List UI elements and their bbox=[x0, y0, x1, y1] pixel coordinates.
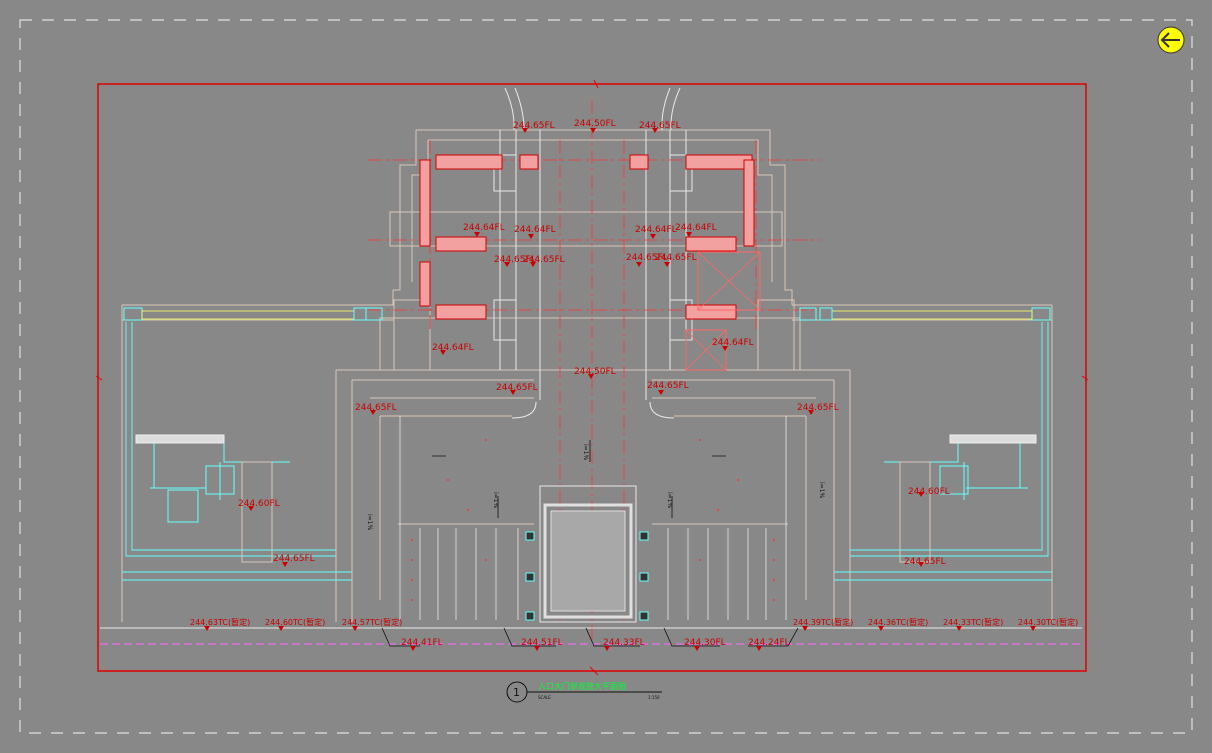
elev-fl-1: 244.41FL bbox=[401, 638, 443, 648]
elev-upper-l4: 244.65FL bbox=[523, 255, 565, 265]
elev-side-right: 244.65FL bbox=[797, 403, 839, 413]
hatched-box-small bbox=[685, 329, 727, 371]
title-block: 1 入口大门景观放大平面图 SCALE 1:150 bbox=[506, 681, 662, 703]
scale-value: 1:150 bbox=[648, 695, 660, 700]
elev-tc-5: 244.36TC(暂定) bbox=[868, 617, 928, 627]
slope-2: i=1% bbox=[492, 492, 499, 509]
drawing-title: 入口大门景观放大平面图 bbox=[538, 681, 626, 691]
elev-upper-l2: 244.64FL bbox=[514, 225, 556, 235]
elev-upper-r2: 244.64FL bbox=[675, 223, 717, 233]
elev-upper-l1: 244.64FL bbox=[463, 223, 505, 233]
paving-dots bbox=[411, 439, 775, 601]
gate-structure bbox=[335, 129, 851, 622]
back-arrow-icon[interactable] bbox=[1157, 26, 1185, 54]
elev-upper-l3: 244.65FL bbox=[494, 255, 536, 265]
elev-wing-right-bottom: 244.65FL bbox=[904, 557, 946, 567]
slope-5: i=1% bbox=[818, 482, 825, 499]
central-gate bbox=[539, 485, 637, 623]
scale-label: SCALE bbox=[538, 695, 551, 700]
elev-tc-7: 244.30TC(暂定) bbox=[1018, 617, 1078, 627]
elev-upper-r3: 244.65FL bbox=[626, 253, 668, 263]
elev-side-left: 244.65FL bbox=[355, 403, 397, 413]
central-corridor bbox=[493, 87, 693, 419]
elev-fl-5: 244.24FL bbox=[748, 638, 790, 648]
elev-tc-4: 244.39TC(暂定) bbox=[793, 617, 853, 627]
elev-upper-r4: 244.65FL bbox=[655, 253, 697, 263]
elev-center: 244.50FL bbox=[574, 367, 616, 377]
elev-top-center: 244.50FL bbox=[574, 119, 616, 129]
elev-tc-6: 244.33TC(暂定) bbox=[943, 617, 1003, 627]
elev-tc-3: 244.57TC(暂定) bbox=[342, 617, 402, 627]
elev-pavilion-left: 244.64FL bbox=[432, 343, 474, 353]
elev-fl-4: 244.30FL bbox=[684, 638, 726, 648]
elev-fl-2: 244.51FL bbox=[521, 638, 563, 648]
slope-3: i=1% bbox=[666, 492, 673, 509]
elevation-markers bbox=[204, 128, 1036, 651]
entrance-steps bbox=[399, 416, 787, 620]
elev-top-left: 244.65FL bbox=[513, 121, 555, 131]
planters bbox=[419, 154, 755, 320]
slope-4: i=1% bbox=[366, 514, 373, 531]
elev-tc-1: 244.63TC(暂定) bbox=[190, 617, 250, 627]
elev-tc-2: 244.60TC(暂定) bbox=[265, 617, 325, 627]
bollards bbox=[525, 531, 649, 621]
elev-wing-right-inner: 244.60FL bbox=[908, 487, 950, 497]
elev-top-right: 244.65FL bbox=[639, 121, 681, 131]
fl-leaders bbox=[381, 627, 799, 647]
left-wing bbox=[121, 304, 394, 622]
elev-upper-r1: 244.64FL bbox=[635, 225, 677, 235]
hatched-box bbox=[697, 251, 761, 311]
right-wing bbox=[792, 304, 1053, 622]
elev-wing-left-inner: 244.60FL bbox=[238, 499, 280, 509]
slope-annotations: i=1% i=1% i=1% i=1% i=1% bbox=[366, 444, 825, 531]
elev-corner-left: 244.65FL bbox=[496, 383, 538, 393]
elev-pavilion-right: 244.64FL bbox=[712, 338, 754, 348]
slope-1: i=1% bbox=[582, 444, 589, 461]
elev-fl-3: 244.33FL bbox=[603, 638, 645, 648]
elev-wing-left-bottom: 244.65FL bbox=[273, 554, 315, 564]
drawing-number: 1 bbox=[513, 686, 520, 699]
slope-arrows bbox=[432, 440, 726, 518]
elev-corner-right: 244.65FL bbox=[647, 381, 689, 391]
sheet-border bbox=[19, 19, 1193, 734]
